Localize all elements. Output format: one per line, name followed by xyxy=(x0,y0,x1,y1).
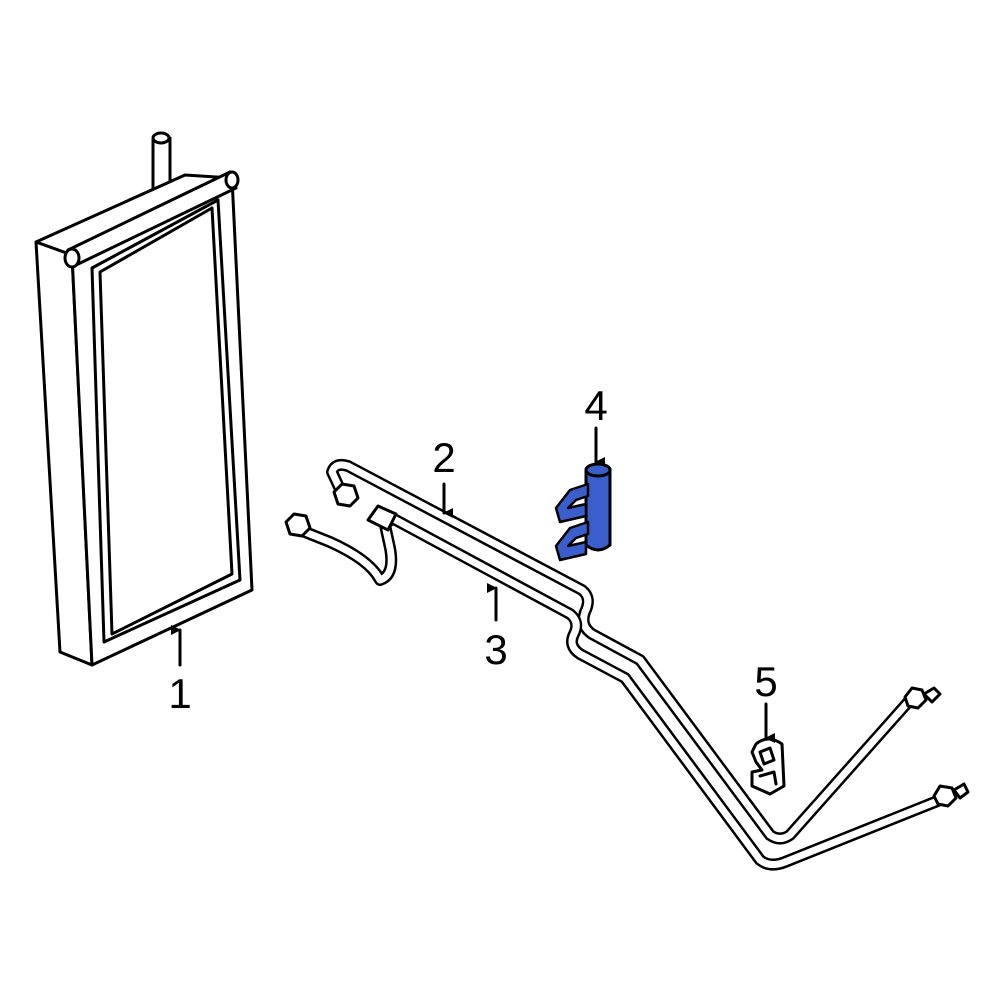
callout-2-label: 2 xyxy=(432,434,455,481)
line-bracket-clip[interactable] xyxy=(554,462,612,562)
callout-3: 3 xyxy=(484,583,508,673)
callout-5: 5 xyxy=(754,658,778,743)
callout-4: 4 xyxy=(584,382,608,467)
callout-3-label: 3 xyxy=(484,626,507,673)
oil-cooler[interactable] xyxy=(34,131,254,667)
cooler-line-lower[interactable] xyxy=(284,482,970,871)
callout-1-label: 1 xyxy=(168,670,191,717)
cooler-line-upper[interactable] xyxy=(326,458,942,845)
line-clip[interactable] xyxy=(750,737,786,796)
callout-4-label: 4 xyxy=(584,382,607,429)
callout-2: 2 xyxy=(432,434,456,518)
callout-5-label: 5 xyxy=(754,658,777,705)
callout-1: 1 xyxy=(168,625,192,717)
